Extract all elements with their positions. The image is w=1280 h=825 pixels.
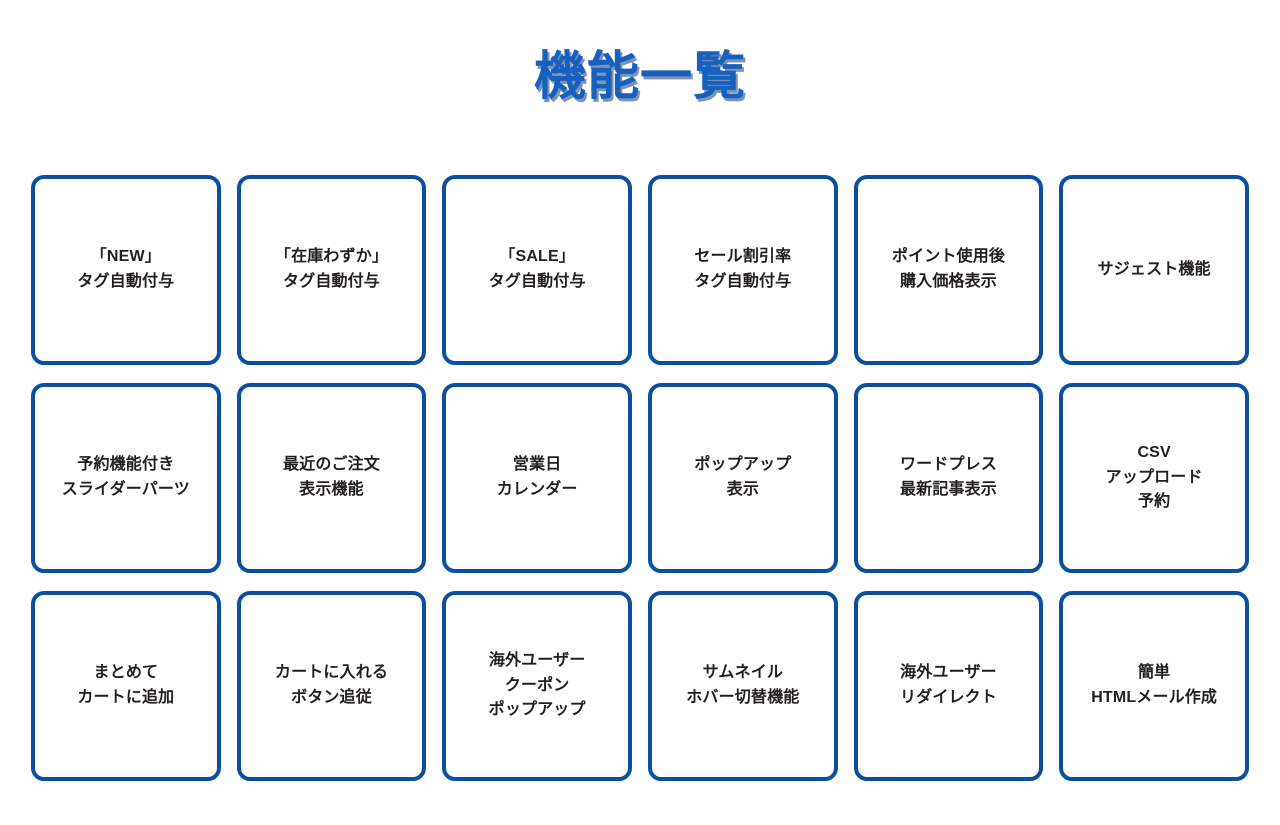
feature-card[interactable]: サジェスト機能: [1059, 175, 1249, 365]
feature-card-label: 最近のご注文 表示機能: [283, 456, 380, 498]
feature-card-label: 「NEW」 タグ自動付与: [77, 248, 175, 290]
feature-card-label: 「SALE」 タグ自動付与: [488, 248, 586, 290]
feature-card-label: ポイント使用後 購入価格表示: [891, 248, 1006, 290]
feature-card-grid: 「NEW」 タグ自動付与 「在庫わずか」 タグ自動付与 「SALE」 タグ自動付…: [31, 175, 1249, 781]
feature-card[interactable]: セール割引率 タグ自動付与: [648, 175, 838, 365]
feature-card[interactable]: 営業日 カレンダー: [442, 383, 632, 573]
feature-card[interactable]: 「NEW」 タグ自動付与: [31, 175, 221, 365]
feature-card[interactable]: 「在庫わずか」 タグ自動付与: [236, 175, 427, 365]
feature-card[interactable]: 最近のご注文 表示機能: [236, 383, 427, 573]
feature-card-label: 「在庫わずか」 タグ自動付与: [274, 248, 389, 290]
feature-card[interactable]: 簡単 HTMLメール作成: [1059, 591, 1249, 781]
feature-card-label: 海外ユーザー リダイレクト: [900, 664, 997, 706]
feature-card-label: ポップアップ 表示: [694, 456, 792, 498]
feature-card[interactable]: ワードプレス 最新記事表示: [853, 383, 1044, 573]
feature-card[interactable]: 海外ユーザー リダイレクト: [853, 591, 1044, 781]
feature-card[interactable]: ポップアップ 表示: [648, 383, 838, 573]
feature-card-label: セール割引率 タグ自動付与: [694, 248, 792, 290]
feature-card[interactable]: 予約機能付き スライダーパーツ: [31, 383, 221, 573]
feature-card-label: サムネイル ホバー切替機能: [686, 664, 800, 706]
feature-card[interactable]: 「SALE」 タグ自動付与: [442, 175, 632, 365]
feature-card[interactable]: カートに入れる ボタン追従: [236, 591, 427, 781]
page-title-container: 機能一覧: [0, 48, 1280, 108]
feature-card-label: 営業日 カレンダー: [496, 456, 578, 498]
feature-card-label: サジェスト機能: [1097, 260, 1211, 278]
feature-card-label: ワードプレス 最新記事表示: [900, 456, 997, 498]
feature-card[interactable]: サムネイル ホバー切替機能: [648, 591, 838, 781]
feature-card-label: CSV アップロード 予約: [1105, 443, 1203, 511]
feature-card-label: カートに入れる ボタン追従: [274, 664, 389, 706]
feature-card-label: 海外ユーザー クーポン ポップアップ: [488, 651, 586, 719]
feature-card-label: 簡単 HTMLメール作成: [1091, 664, 1218, 706]
page-title: 機能一覧: [533, 48, 747, 106]
feature-card-label: まとめて カートに追加: [77, 664, 175, 706]
feature-card[interactable]: CSV アップロード 予約: [1059, 383, 1249, 573]
feature-card-label: 予約機能付き スライダーパーツ: [61, 456, 190, 498]
feature-card[interactable]: ポイント使用後 購入価格表示: [853, 175, 1044, 365]
feature-card[interactable]: 海外ユーザー クーポン ポップアップ: [442, 591, 632, 781]
feature-card[interactable]: まとめて カートに追加: [31, 591, 221, 781]
